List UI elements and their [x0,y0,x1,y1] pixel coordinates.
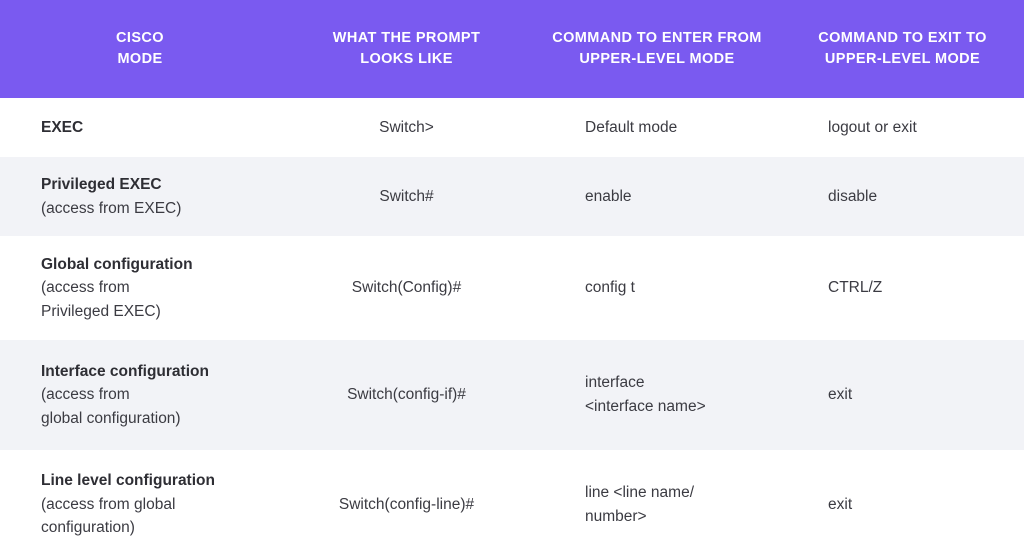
enter-command-line-1: config t [585,279,635,297]
cell-enter-command: interface <interface name> [533,371,781,418]
column-header-line-1: COMMAND TO EXIT TO [818,30,987,47]
enter-command-line-1: Default mode [585,118,678,136]
cell-cisco-mode: EXEC [0,116,280,140]
mode-title: Line level configuration [41,472,215,490]
cell-prompt: Switch(config-if)# [280,383,533,407]
cell-exit-command: disable [781,185,1024,209]
column-header-line-2: UPPER-LEVEL MODE [579,51,735,67]
mode-title: Privileged EXEC [41,175,162,193]
cell-prompt: Switch(config-line)# [280,493,533,517]
cell-prompt: Switch# [280,185,533,209]
enter-command-line-1: enable [585,187,632,205]
cell-exit-command: exit [781,493,1024,517]
enter-command-line-1: line <line name/ [585,483,694,501]
column-header-line-1: CISCO [116,30,164,47]
column-header-line-2: UPPER-LEVEL MODE [824,51,981,67]
prompt-text: Switch> [379,118,434,136]
mode-subtitle-line-2: configuration) [41,519,135,537]
cell-cisco-mode: Privileged EXEC (access from EXEC) [0,173,280,220]
column-header-prompt-look: WHAT THE PROMPT LOOKS LIKE [280,28,533,69]
cell-exit-command: logout or exit [781,116,1024,140]
prompt-text: Switch(config-line)# [338,495,475,513]
column-header-enter-cmd: COMMAND TO ENTER FROM UPPER-LEVEL MODE [533,28,781,69]
table-row: Global configuration (access from Privil… [0,236,1024,340]
column-header-cisco-mode: CISCO MODE [0,28,280,69]
cell-cisco-mode: Interface configuration (access from glo… [0,360,280,431]
column-header-line-1: WHAT THE PROMPT [332,30,481,47]
cell-cisco-mode: Line level configuration (access from gl… [0,469,280,540]
mode-title: EXEC [41,118,84,136]
exit-command-text: CTRL/Z [828,279,883,297]
exit-command-text: exit [828,495,853,513]
column-header-exit-cmd: COMMAND TO EXIT TO UPPER-LEVEL MODE [781,28,1024,69]
mode-subtitle-line-1: (access from [41,386,130,404]
column-header-line-1: COMMAND TO ENTER FROM [552,30,762,47]
mode-subtitle-line-1: (access from global [41,495,176,513]
cell-enter-command: Default mode [533,116,781,140]
column-header-line-2: LOOKS LIKE [360,51,453,67]
cell-exit-command: CTRL/Z [781,276,1024,300]
cell-enter-command: config t [533,276,781,300]
mode-subtitle-line-2: Privileged EXEC) [41,302,161,320]
exit-command-text: exit [828,386,853,404]
enter-command-line-2: number> [585,507,647,525]
table-row: Privileged EXEC (access from EXEC) Switc… [0,157,1024,236]
enter-command-line-1: interface [585,374,645,392]
column-header-line-2: MODE [117,51,163,67]
mode-subtitle-line-2: global configuration) [41,409,181,427]
exit-command-text: logout or exit [828,118,917,136]
cell-prompt: Switch> [280,116,533,140]
cell-cisco-mode: Global configuration (access from Privil… [0,253,280,324]
cell-enter-command: enable [533,185,781,209]
table-header-row: CISCO MODE WHAT THE PROMPT LOOKS LIKE CO… [0,0,1024,98]
table-row: Interface configuration (access from glo… [0,340,1024,450]
enter-command-line-2: <interface name> [585,398,706,415]
prompt-text: Switch# [379,187,434,205]
mode-title: Global configuration [41,255,193,273]
prompt-text: Switch(config-if)# [347,386,466,404]
cell-enter-command: line <line name/ number> [533,481,781,528]
table-body: EXEC Switch> Default mode logout or exit… [0,98,1024,559]
table-row: EXEC Switch> Default mode logout or exit [0,98,1024,157]
table-row: Line level configuration (access from gl… [0,450,1024,559]
prompt-text: Switch(Config)# [351,279,462,297]
cell-prompt: Switch(Config)# [280,276,533,300]
cell-exit-command: exit [781,383,1024,407]
exit-command-text: disable [828,187,878,205]
mode-title: Interface configuration [41,362,209,380]
mode-subtitle-line-1: (access from EXEC) [41,199,182,217]
mode-subtitle-line-1: (access from [41,279,130,297]
